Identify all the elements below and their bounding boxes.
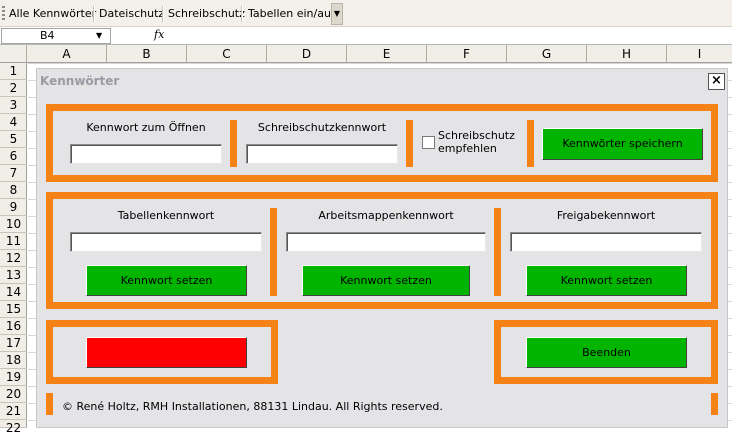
row-header[interactable]: 1 (0, 63, 27, 80)
file-password-frame (46, 104, 718, 182)
frame-divider (527, 120, 534, 167)
left-action-frame (46, 320, 278, 384)
row-header[interactable]: 14 (0, 284, 27, 301)
row-header[interactable]: 7 (0, 165, 27, 182)
select-all-corner[interactable] (0, 45, 27, 63)
exit-button[interactable]: Beenden (526, 337, 687, 368)
copyright-text: © René Holtz, RMH Installationen, 88131 … (62, 400, 443, 413)
row-header[interactable]: 22 (0, 420, 27, 435)
footer-bar-right (711, 393, 718, 415)
custom-toolbar: Alle Kennwörter Dateischutz Schreibschut… (0, 0, 732, 27)
workbook-password-label: Arbeitsmappenkennwort (318, 209, 454, 222)
toolbar-separator (241, 6, 243, 22)
dialog-title: Kennwörter (40, 74, 120, 88)
row-header[interactable]: 10 (0, 216, 27, 233)
row-header[interactable]: 21 (0, 403, 27, 420)
row-header[interactable]: 19 (0, 369, 27, 386)
row-header[interactable]: 12 (0, 250, 27, 267)
footer-bar-left (46, 393, 53, 415)
row-header[interactable]: 6 (0, 148, 27, 165)
column-header[interactable]: C (187, 45, 267, 63)
column-header[interactable]: I (697, 47, 702, 61)
column-header[interactable]: D (267, 45, 347, 63)
workbook-password-input[interactable] (286, 232, 486, 252)
row-header[interactable]: 16 (0, 318, 27, 335)
row-header[interactable]: 8 (0, 182, 27, 199)
recommend-readonly-label-line2: empfehlen (438, 142, 497, 155)
row-header[interactable]: 13 (0, 267, 27, 284)
column-headers: A B C D E F G H I (0, 45, 732, 63)
frame-divider (406, 120, 413, 167)
column-header[interactable]: B (107, 45, 187, 63)
row-header[interactable]: 5 (0, 131, 27, 148)
write-password-input[interactable] (246, 144, 398, 164)
sheet-password-input[interactable] (70, 232, 262, 252)
sheet-password-label: Tabellenkennwort (117, 209, 215, 222)
frame-divider (230, 120, 237, 167)
toolbar-button-sheets-toggle[interactable]: Tabellen ein/aus (248, 7, 337, 20)
red-action-button[interactable] (86, 337, 247, 368)
set-workbook-password-button[interactable]: Kennwort setzen (302, 265, 470, 296)
row-header[interactable]: 11 (0, 233, 27, 250)
toolbar-button-file-protection[interactable]: Dateischutz (99, 7, 165, 20)
frame-divider (270, 208, 277, 296)
row-header[interactable]: 3 (0, 97, 27, 114)
open-password-input[interactable] (70, 144, 222, 164)
share-password-label: Freigabekennwort (556, 209, 656, 222)
row-header[interactable]: 4 (0, 114, 27, 131)
share-password-input[interactable] (510, 232, 702, 252)
function-icon[interactable]: fx (154, 28, 165, 41)
toolbar-button-write-protection[interactable]: Schreibschutz (168, 7, 245, 20)
row-header[interactable]: 9 (0, 199, 27, 216)
recommend-readonly-checkbox[interactable] (422, 136, 435, 149)
column-header[interactable]: G (507, 45, 587, 63)
set-sheet-password-button[interactable]: Kennwort setzen (86, 265, 247, 296)
recommend-readonly-label: Schreibschutz empfehlen (438, 129, 515, 155)
formula-bar: B4 ▼ fx (0, 27, 732, 45)
row-headers: 1 2 3 4 5 6 7 8 9 10 11 12 13 14 15 16 1… (0, 63, 27, 435)
write-password-label: Schreibschutzkennwort (257, 121, 387, 134)
recommend-readonly-label-line1: Schreibschutz (438, 129, 515, 142)
toolbar-separator (162, 6, 164, 22)
column-header[interactable]: A (27, 45, 107, 63)
row-header[interactable]: 20 (0, 386, 27, 403)
toolbar-grip[interactable] (2, 6, 5, 22)
set-share-password-button[interactable]: Kennwort setzen (526, 265, 687, 296)
open-password-label: Kennwort zum Öffnen (86, 121, 206, 134)
row-header[interactable]: 18 (0, 352, 27, 369)
toolbar-button-all-passwords[interactable]: Alle Kennwörter (9, 7, 97, 20)
row-header[interactable]: 17 (0, 335, 27, 352)
sheet-password-frame (46, 192, 718, 309)
column-header[interactable]: F (427, 45, 507, 63)
row-header[interactable]: 2 (0, 80, 27, 97)
toolbar-separator (93, 6, 95, 22)
frame-divider (494, 208, 501, 296)
close-icon[interactable]: × (708, 73, 725, 90)
save-passwords-button[interactable]: Kennwörter speichern (542, 128, 703, 160)
chevron-down-icon[interactable]: ▼ (331, 3, 343, 25)
name-box-dropdown-icon[interactable]: ▼ (96, 31, 103, 40)
name-box[interactable]: B4 (1, 28, 111, 44)
column-header[interactable]: H (587, 45, 667, 63)
row-header[interactable]: 15 (0, 301, 27, 318)
column-header[interactable]: E (347, 45, 427, 63)
exit-frame (494, 320, 718, 384)
